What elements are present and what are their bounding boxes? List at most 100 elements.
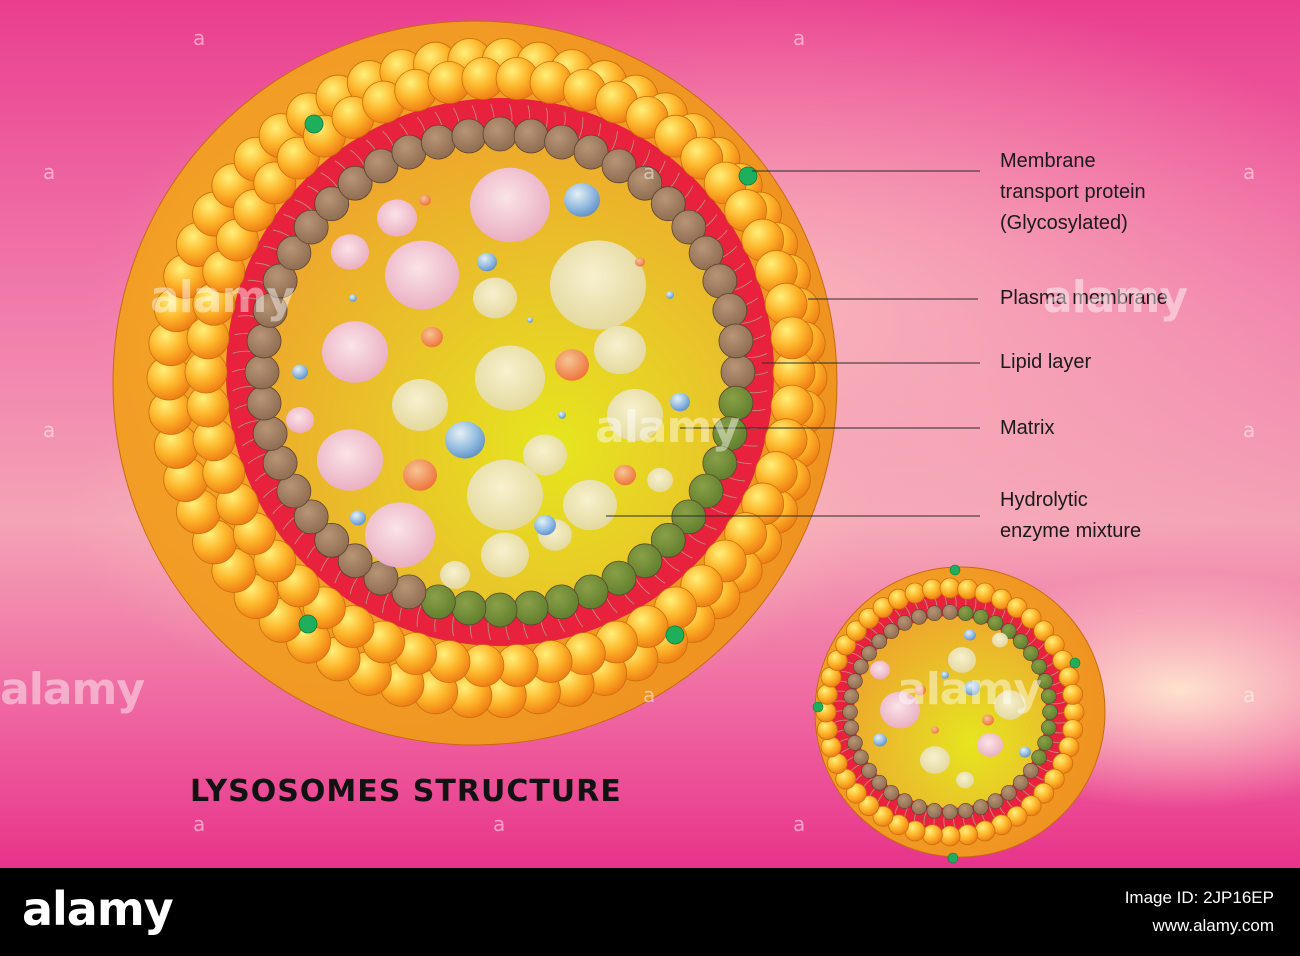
lipid-bead: [702, 445, 738, 481]
watermark-mark: a: [43, 418, 56, 442]
phospholipid-head: [1058, 666, 1080, 688]
lipid-bead: [293, 209, 329, 245]
lipid-bead: [1023, 762, 1039, 779]
lipid-bead: [926, 605, 943, 622]
enzyme-vesicle: [920, 746, 950, 774]
lipid-bead: [926, 802, 943, 819]
lipid-bead: [363, 148, 399, 184]
phospholipid-head: [816, 683, 838, 705]
lipid-bead: [702, 263, 738, 299]
enzyme-vesicle: [534, 514, 556, 536]
lipid-bead: [337, 543, 373, 579]
lipid-bead: [853, 749, 869, 766]
lipid-bead: [244, 354, 280, 390]
enzyme-vesicle: [527, 317, 533, 323]
transport-protein: [298, 614, 318, 634]
watermark-mark: a: [643, 160, 656, 184]
watermark-mark: a: [193, 812, 206, 836]
lipid-bead: [688, 235, 724, 271]
transport-protein: [665, 625, 685, 645]
lipid-bead: [942, 804, 958, 820]
lipid-bead: [601, 560, 637, 596]
lipid-bead: [847, 673, 863, 689]
lipid-bead: [252, 416, 288, 451]
phospholipid-head: [974, 820, 996, 842]
lipid-bead: [712, 293, 748, 328]
lipid-bead: [513, 590, 549, 626]
phospholipid-head: [1033, 620, 1055, 642]
lipid-bead: [482, 116, 518, 152]
lipid-bead: [861, 762, 877, 779]
lipid-bead: [262, 445, 298, 481]
footer-bar: alamy Image ID: 2JP16EP www.alamy.com: [0, 868, 1300, 956]
enzyme-vesicle: [666, 291, 674, 299]
lipid-bead: [262, 263, 298, 299]
lipid-bead: [896, 615, 913, 631]
small-inner-beads: [842, 604, 1058, 820]
small-matrix-core: [854, 616, 1046, 808]
lipid-bead: [276, 235, 312, 271]
enzyme-vesicle: [558, 411, 566, 419]
lipid-bead: [1031, 749, 1047, 766]
lipid-bead: [911, 609, 927, 625]
lipid-bead: [314, 522, 350, 558]
footer-site: www.alamy.com: [1152, 916, 1274, 935]
enzyme-vesicle: [670, 392, 690, 412]
watermark-mark: a: [493, 812, 506, 836]
lipid-bead: [688, 473, 724, 509]
lipid-bead: [871, 774, 888, 791]
enzyme-vesicle: [481, 532, 529, 578]
phospholipid-head: [858, 607, 880, 629]
enzyme-vesicle: [473, 277, 517, 319]
phospholipid-head: [820, 736, 842, 758]
lipid-bead: [451, 590, 487, 626]
enzyme-vesicle: [982, 714, 994, 726]
lipid-bead: [601, 148, 637, 184]
lipid-bead: [883, 785, 900, 801]
enzyme-vesicle: [931, 726, 939, 734]
leader-lines: [606, 170, 980, 517]
lipid-bead: [293, 499, 329, 535]
phospholipid-head: [1043, 768, 1065, 790]
phospholipid-head: [957, 824, 979, 846]
enzyme-vesicle: [914, 684, 926, 696]
lipid-bead: [1040, 688, 1057, 705]
enzyme-vesicle: [419, 194, 431, 206]
enzyme-vesicle: [475, 345, 545, 411]
lipid-bead: [1023, 645, 1039, 662]
transport-protein: [1069, 657, 1081, 669]
enzyme-vesicle: [563, 479, 617, 531]
lipid-bead: [671, 209, 707, 245]
lipid-bead: [337, 165, 373, 201]
transport-protein: [738, 166, 758, 186]
lipid-bead: [314, 186, 350, 222]
lysosome-diagram: [112, 20, 1106, 864]
lipid-bead: [1012, 774, 1029, 791]
watermark: alamy: [595, 402, 740, 453]
label-plasma-membrane: Plasma membrane: [1000, 287, 1168, 309]
label-matrix: Matrix: [1000, 417, 1055, 439]
transport-protein: [949, 564, 961, 576]
diagram-canvas: Membrane transport protein (Glycosylated…: [0, 0, 1300, 868]
lipid-bead: [987, 615, 1004, 631]
enzyme-vesicle: [445, 421, 485, 459]
lipid-bead: [451, 118, 487, 154]
enzyme-vesicle: [1019, 746, 1031, 758]
enzyme-vesicle: [421, 326, 443, 348]
lipid-bead: [513, 118, 549, 154]
phospholipid-head: [835, 634, 857, 656]
transport-protein: [304, 114, 324, 134]
enzyme-vesicle: [377, 199, 417, 237]
enzyme-vesicle: [286, 406, 314, 434]
lipid-bead: [1042, 704, 1058, 720]
phospholipid-head: [904, 582, 926, 604]
phospholipid-head: [939, 577, 961, 599]
lipid-bead: [883, 623, 900, 639]
lipid-bead: [421, 584, 456, 620]
lipid-bead: [861, 645, 877, 662]
lipid-bead: [957, 605, 974, 622]
watermark: alamy: [150, 272, 295, 323]
watermark-mark: a: [1243, 418, 1256, 442]
enzyme-vesicle: [607, 388, 663, 442]
phospholipid-head: [770, 316, 814, 360]
